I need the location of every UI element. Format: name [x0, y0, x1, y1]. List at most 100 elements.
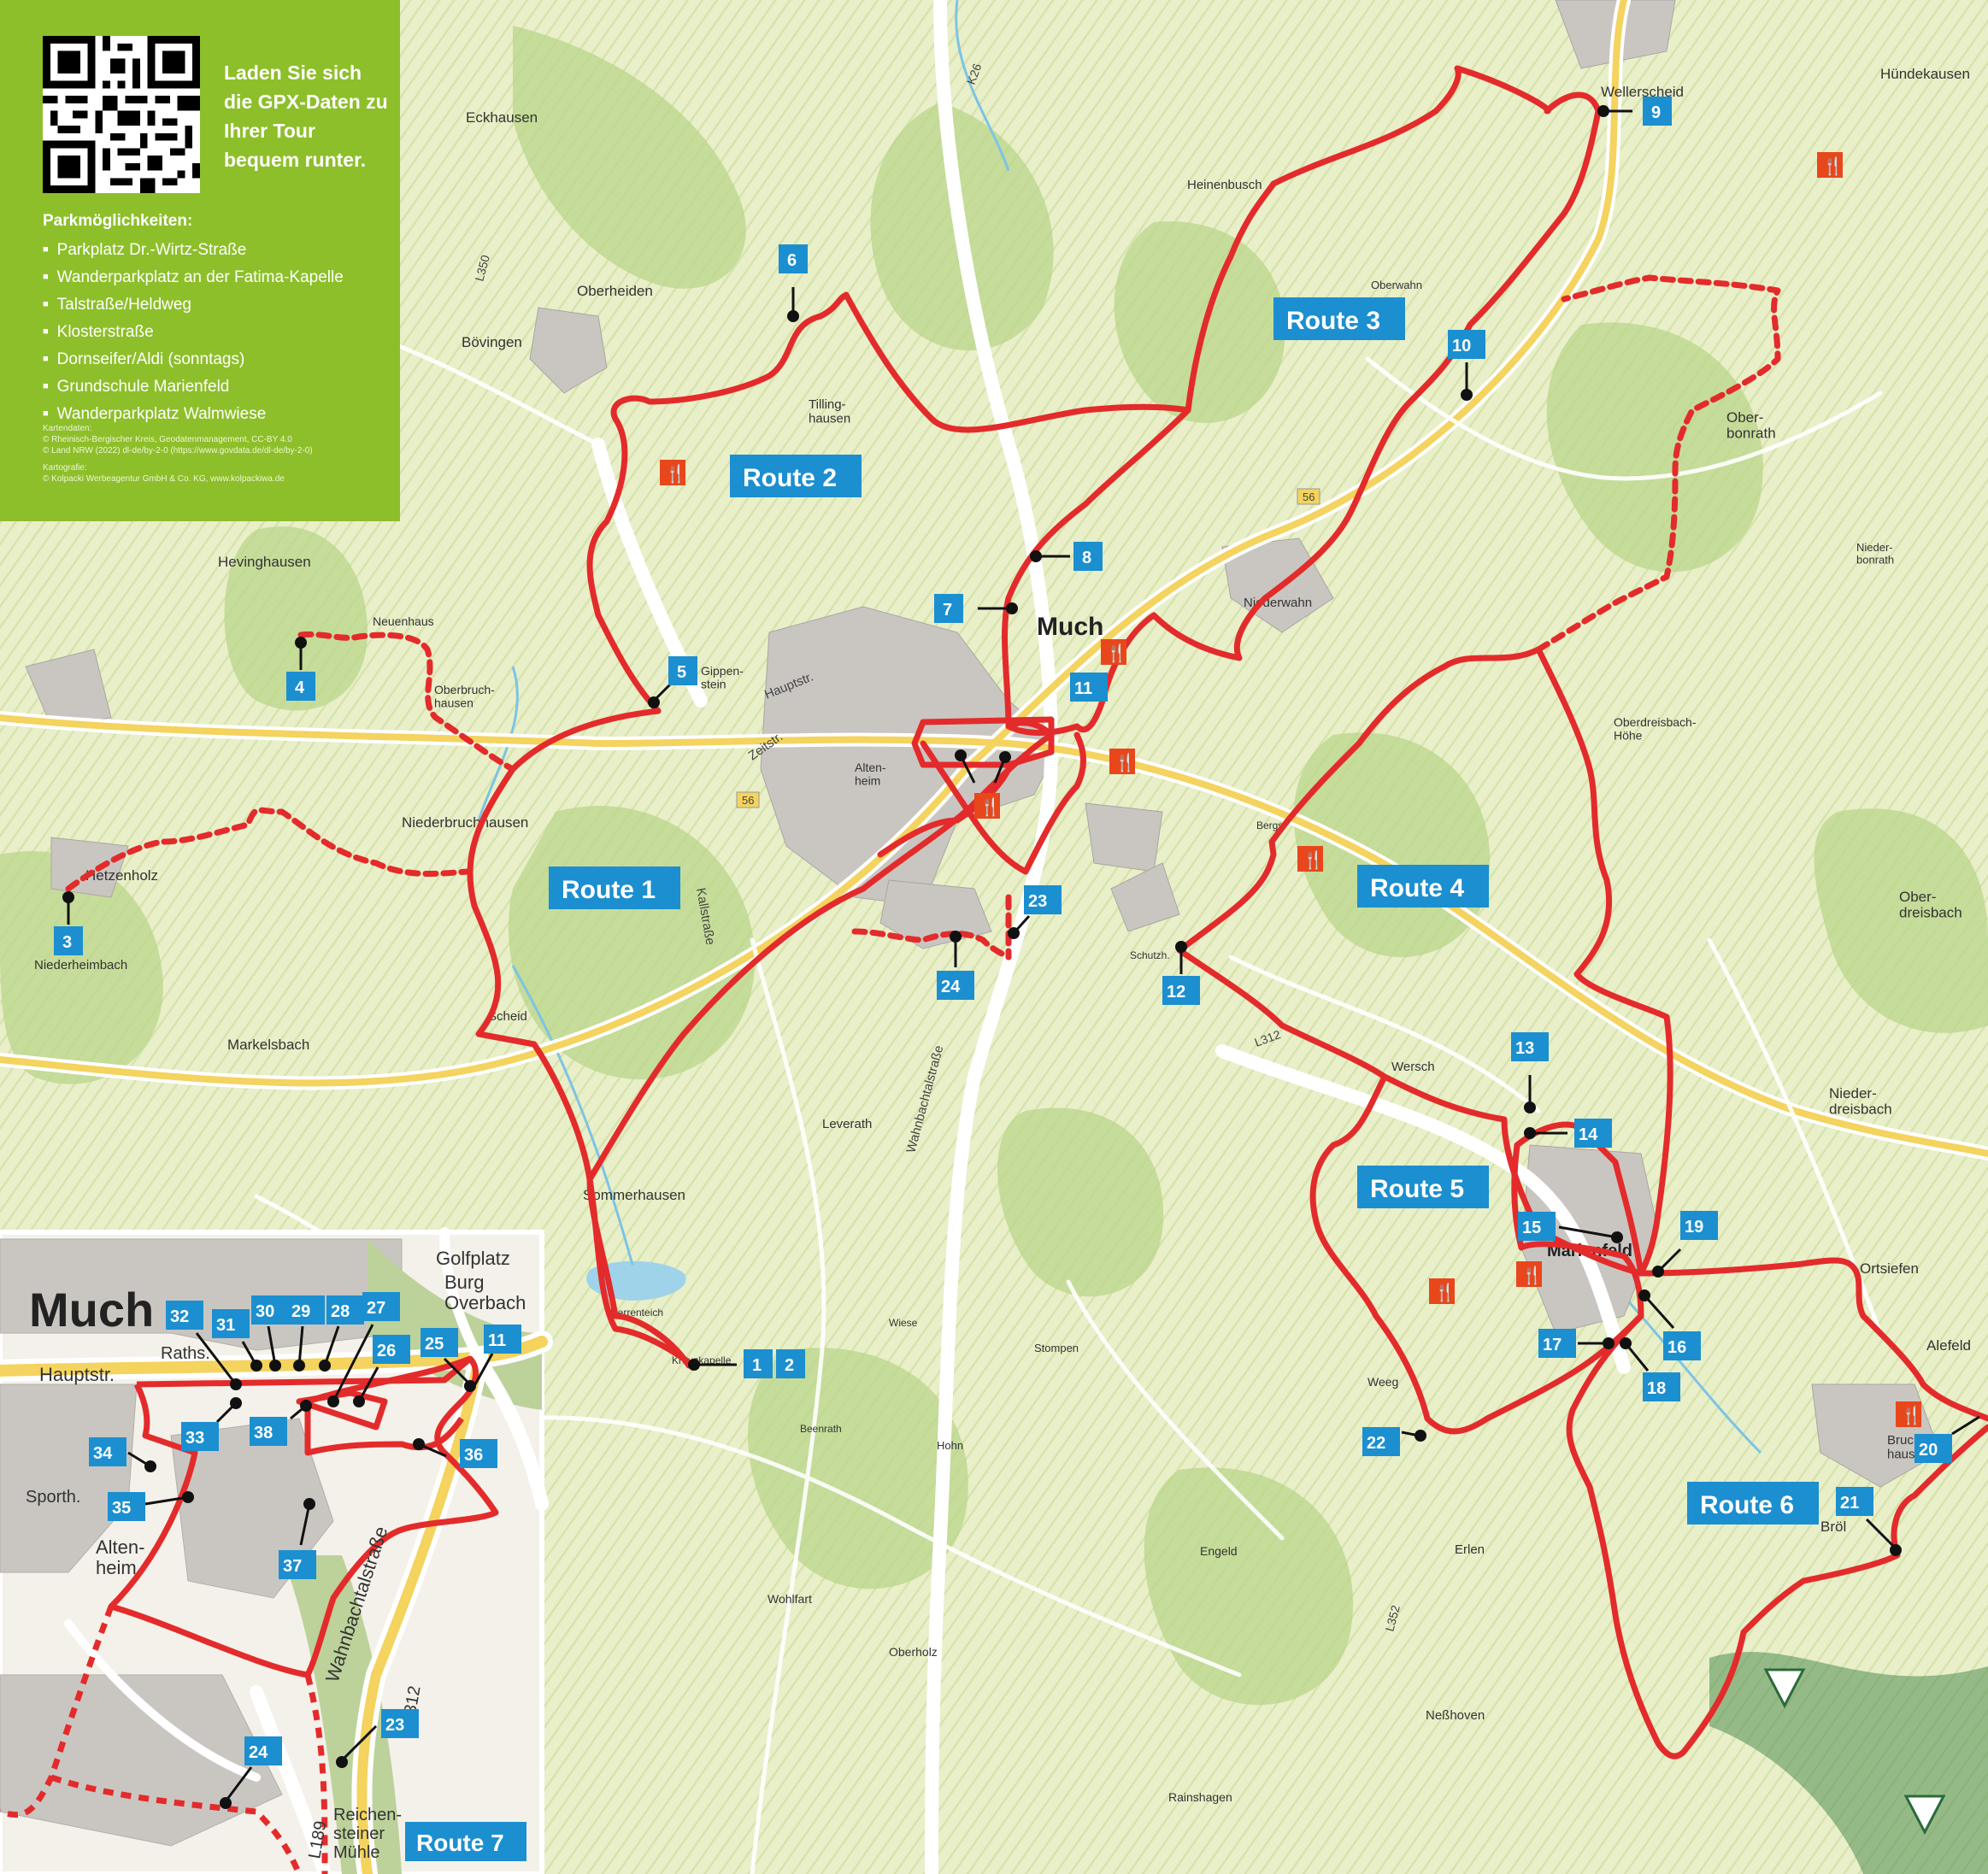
place-eckhausen: Eckhausen [466, 109, 538, 126]
svg-text:18: 18 [1647, 1379, 1666, 1398]
restaurant-icon: 🍴 [974, 793, 1001, 819]
svg-text:11: 11 [488, 1331, 506, 1350]
inset-golfplatz: Golfplatz [436, 1248, 510, 1269]
svg-text:Route 3: Route 3 [1286, 307, 1380, 335]
restaurant-icon: 🍴 [1429, 1278, 1456, 1304]
place-neuenhaus: Neuenhaus [373, 614, 434, 628]
stop-7: 7 [934, 594, 1018, 623]
svg-text:37: 37 [283, 1557, 302, 1576]
place-names: Eckhausen Oberheiden Bövingen Tilling-ha… [34, 66, 1971, 1804]
svg-text:6: 6 [787, 251, 797, 270]
qr-code-icon[interactable] [43, 36, 200, 193]
road-number-56-east: 56 [1303, 491, 1315, 503]
place-oberholz: Oberholz [889, 1645, 938, 1659]
credit-line-2: © Land NRW (2022) dl-de/by-2-0 (https://… [43, 446, 313, 455]
svg-text:4: 4 [295, 679, 305, 697]
stop-18: 18 [1620, 1337, 1680, 1401]
svg-text:11: 11 [1074, 679, 1092, 698]
place-niederbruchhausen: Niederbruchhausen [402, 814, 528, 831]
restaurant-icon: 🍴 [1516, 1261, 1543, 1287]
inset-stop-27: 27 [327, 1292, 400, 1407]
parking-list: Parkplatz Dr.-Wirtz-Straße Wanderparkpla… [43, 238, 344, 429]
inset-stop-36: 36 [413, 1438, 497, 1468]
svg-text:Route 4: Route 4 [1370, 874, 1464, 902]
stop-8: 8 [1030, 542, 1103, 571]
svg-text:Route 1: Route 1 [562, 876, 656, 904]
svg-text:2: 2 [785, 1356, 794, 1375]
route-3-path [1073, 65, 1602, 733]
place-tillinghausen: Tilling-hausen [809, 397, 850, 426]
svg-text:35: 35 [112, 1499, 131, 1518]
inset-stop-25: 25 [421, 1328, 476, 1392]
place-weeg: Weeg [1367, 1375, 1398, 1389]
restaurant-icons: 🍴 🍴 🍴 🍴 🍴 🍴 🍴 🍴 🍴 [660, 152, 1922, 1427]
gpx-download-text: Laden Sie sich die GPX-Daten zu Ihrer To… [224, 62, 388, 171]
inset-dashed-route [0, 1605, 328, 1874]
route-4-path [1176, 646, 1673, 1277]
svg-text:21: 21 [1840, 1494, 1859, 1513]
inset-stop-34: 34 [89, 1437, 156, 1472]
svg-text:🍴: 🍴 [1106, 643, 1127, 663]
place-hevinghausen: Hevinghausen [218, 554, 311, 570]
route-5-path [1309, 1073, 1644, 1435]
streams [477, 0, 1762, 1454]
parking-item: Talstraße/Heldweg [43, 292, 344, 320]
svg-text:16: 16 [1667, 1338, 1686, 1357]
stop-13: 13 [1511, 1032, 1549, 1113]
place-leverath: Leverath [822, 1117, 872, 1131]
restaurant-icon: 🍴 [1109, 749, 1136, 774]
svg-text:24: 24 [249, 1743, 268, 1762]
stop-3: 3 [54, 891, 83, 955]
place-niederdreisbach: Nieder-dreisbach [1829, 1085, 1892, 1118]
svg-text:Route 2: Route 2 [743, 464, 837, 492]
inset-much: Much [29, 1283, 154, 1336]
stop-20: 20 [1914, 1415, 1980, 1463]
svg-text:🍴: 🍴 [1434, 1282, 1456, 1302]
place-rainshagen: Rainshagen [1168, 1790, 1232, 1804]
parking-item: Klosterstraße [43, 320, 344, 347]
route-dashed-much-south [851, 928, 1012, 960]
svg-text:23: 23 [1028, 892, 1047, 911]
place-brol: Bröl [1820, 1519, 1846, 1535]
stop-19: 19 [1652, 1211, 1718, 1278]
road-number-56: 56 [742, 794, 754, 807]
stop-16: 16 [1638, 1289, 1701, 1360]
svg-text:🍴: 🍴 [1115, 752, 1136, 773]
route-dashed-northwest [297, 631, 516, 773]
route-labels: Route 1 Route 2 Route 3 Route 4 Route 5 … [549, 297, 1819, 1524]
restaurant-icon: 🍴 [1101, 639, 1127, 665]
restaurant-icon: 🍴 [660, 460, 686, 485]
svg-text:38: 38 [254, 1424, 273, 1442]
place-erlen: Erlen [1455, 1542, 1485, 1557]
place-niederheimbach: Niederheimbach [34, 958, 127, 972]
road-label-l350: L350 [472, 253, 492, 282]
place-oberbonrath: Ober-bonrath [1726, 409, 1776, 442]
inset-hauptstr: Hauptstr. [39, 1364, 115, 1385]
route-5-label: Route 5 [1357, 1166, 1489, 1208]
stop-17: 17 [1538, 1329, 1615, 1358]
parking-item: Grundschule Marienfeld [43, 374, 344, 402]
svg-text:9: 9 [1651, 103, 1661, 122]
place-bovingen: Bövingen [462, 334, 522, 350]
road-label-l352: L352 [1382, 1603, 1403, 1632]
cartography-line: © Kolpacki Werbeagentur GmbH & Co. KG, w… [43, 474, 285, 484]
inset-stop-30: 30 [251, 1295, 289, 1372]
stop-11: 11 [1070, 673, 1108, 702]
place-nesshoven: Neßhoven [1426, 1708, 1485, 1723]
stop-23: 23 [1008, 885, 1062, 939]
landmark-triangles [1763, 1668, 1946, 1836]
parking-title: Parkmöglichkeiten: [43, 212, 193, 230]
route-4-label: Route 4 [1357, 865, 1489, 908]
inset-raths: Raths. [161, 1344, 210, 1363]
svg-text:Route 5: Route 5 [1370, 1175, 1464, 1203]
svg-text:24: 24 [941, 978, 961, 996]
stop-6: 6 [779, 244, 808, 322]
parking-item: Dornseifer/Aldi (sonntags) [43, 347, 344, 374]
svg-text:12: 12 [1167, 983, 1185, 1002]
info-panel: Laden Sie sich die GPX-Daten zu Ihrer To… [0, 0, 400, 521]
inset-stop-28: 28 [319, 1295, 364, 1372]
svg-text:31: 31 [216, 1316, 235, 1335]
svg-text:33: 33 [185, 1429, 204, 1448]
inset-stop-31: 31 [212, 1309, 262, 1372]
